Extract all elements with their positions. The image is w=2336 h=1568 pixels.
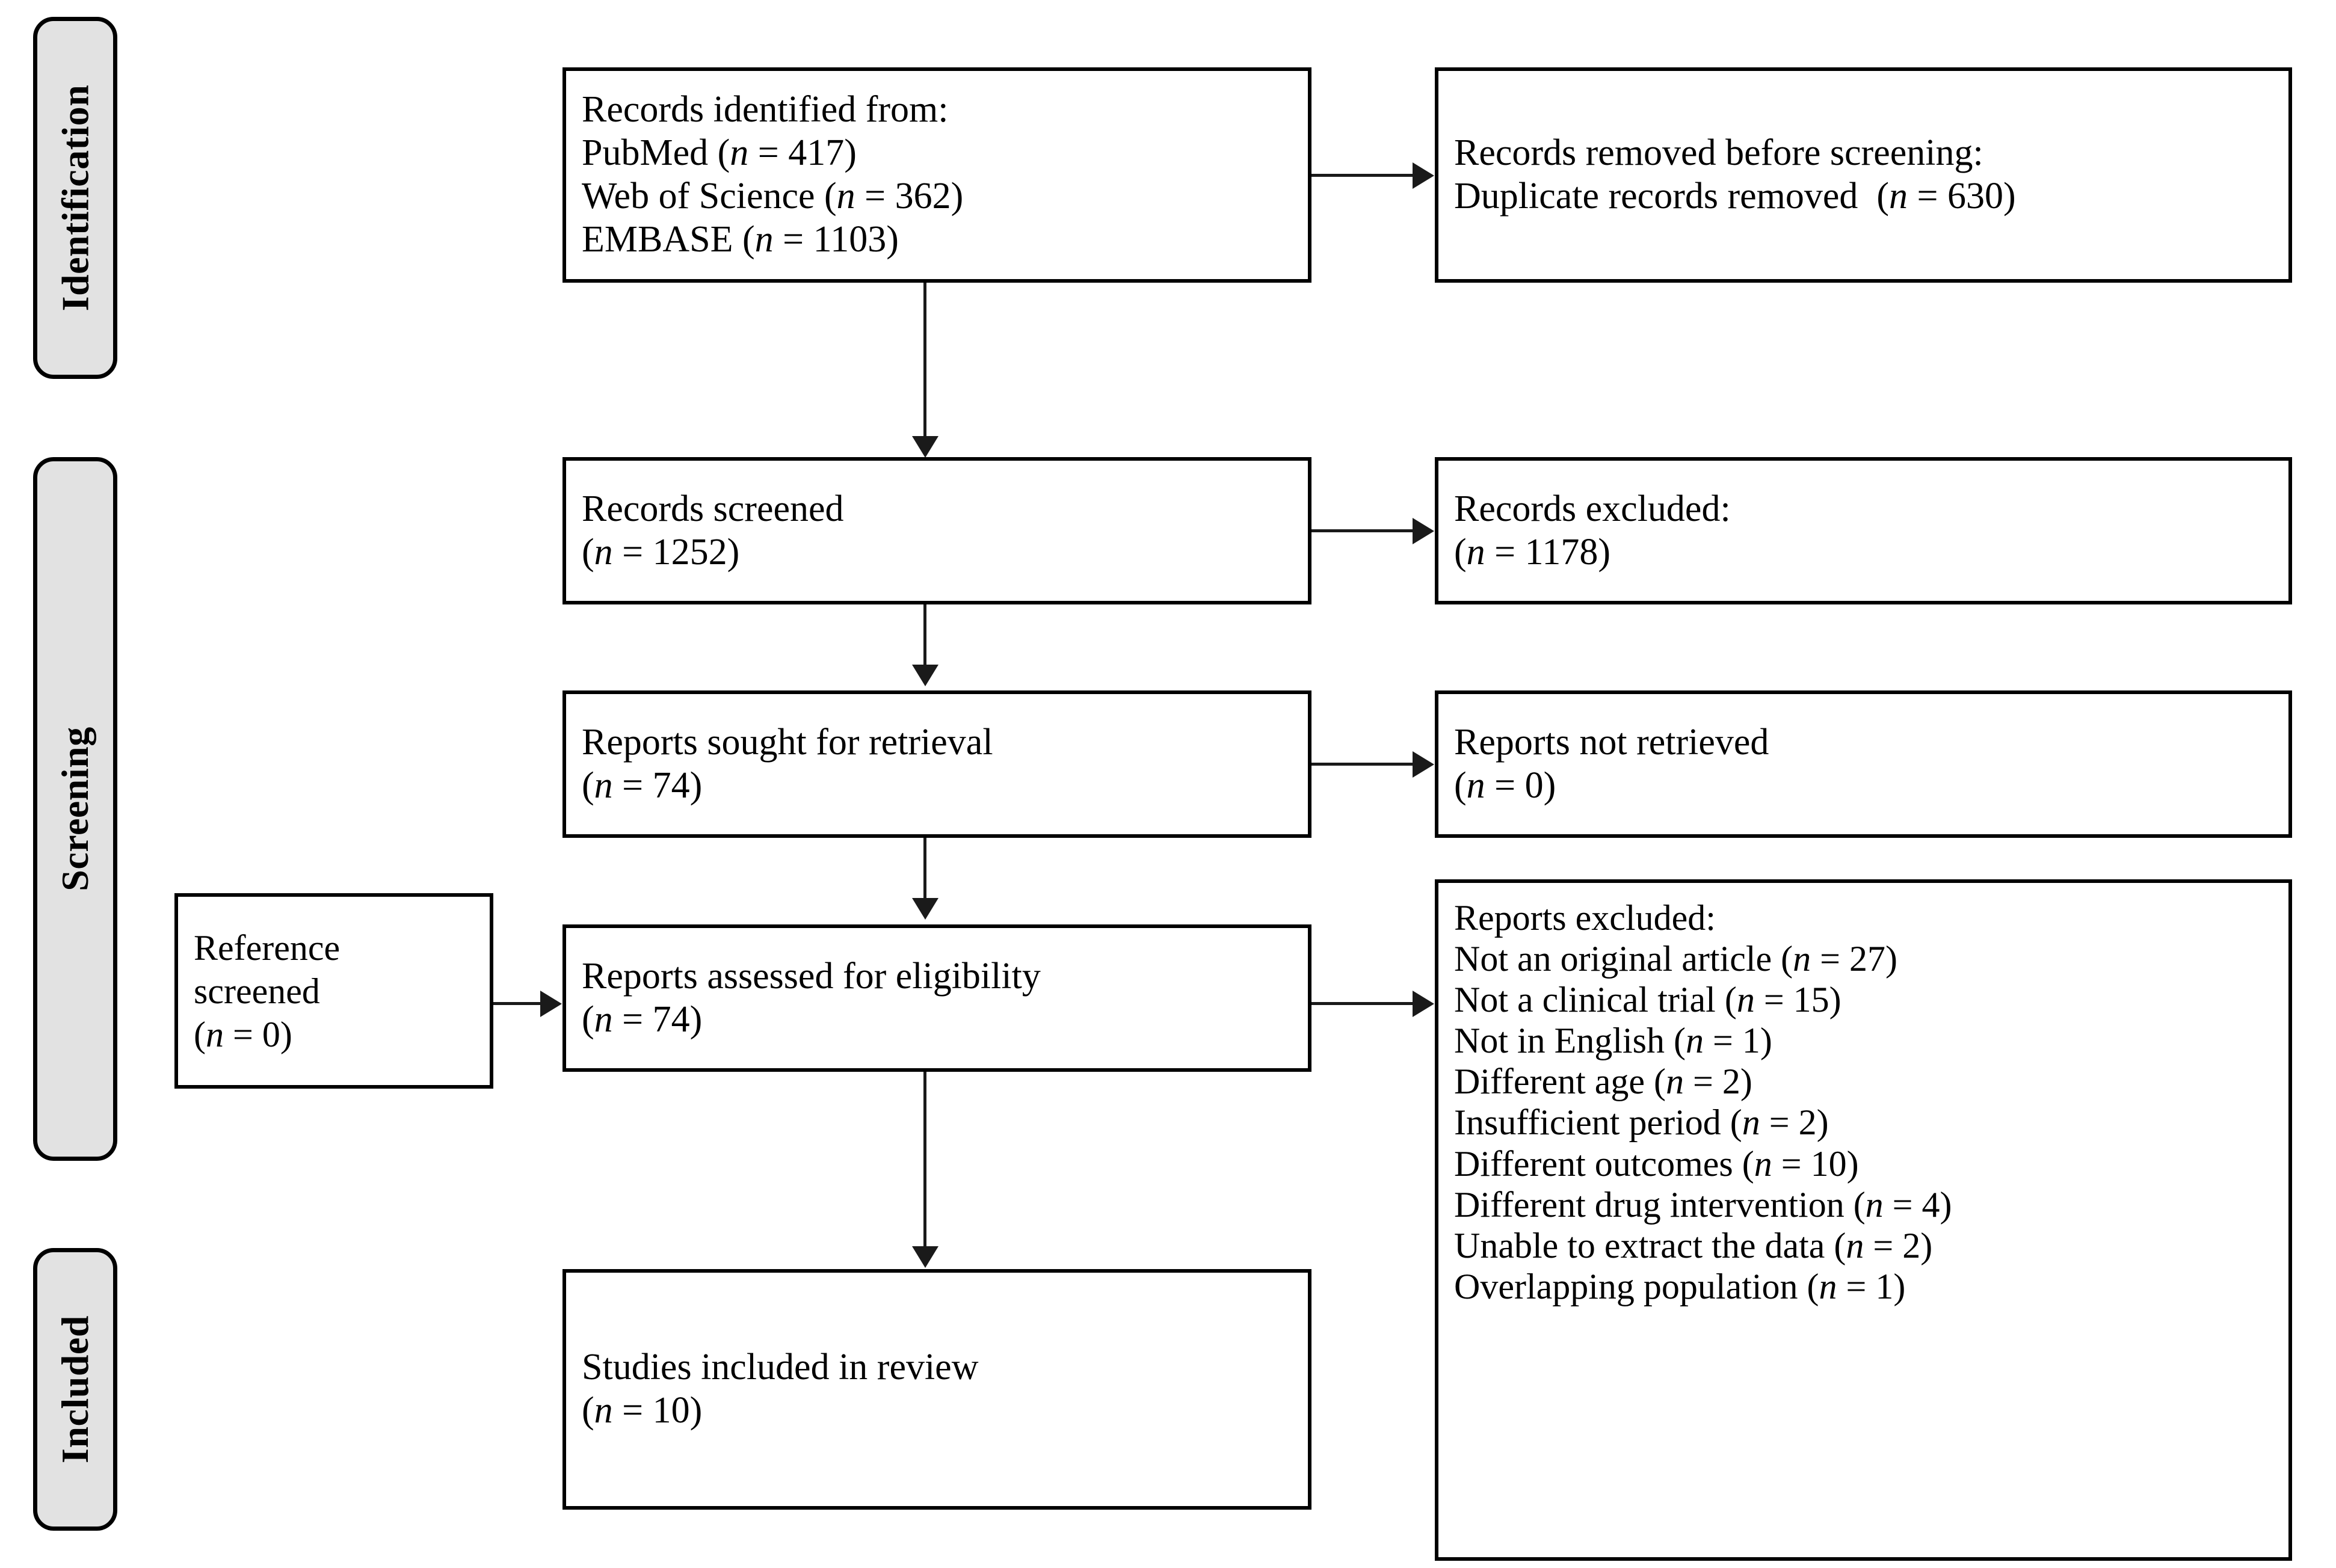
text-line: Not in English (n = 1) [1454,1021,1772,1061]
box-records-screened-lines: Records screened (n = 1252) [566,488,1308,574]
text-line: Duplicate records removed (n = 630) [1454,176,2016,217]
box-reports-assessed: Reports assessed for eligibility (n = 74… [562,924,1311,1072]
box-reports-sought: Reports sought for retrieval (n = 74) [562,690,1311,838]
box-reports-excluded: Reports excluded: Not an original articl… [1435,879,2292,1561]
text-line: Not an original article (n = 27) [1454,939,1897,979]
box-records-screened: Records screened (n = 1252) [562,457,1311,604]
text-line: (n = 1178) [1454,531,1610,573]
connector-sought-to-not-retrieved [1311,763,1413,766]
box-records-excluded-lines: Records excluded: (n = 1178) [1438,488,2288,574]
arrowhead-screened-to-excluded [1413,518,1434,544]
box-reports-not-retrieved-lines: Reports not retrieved (n = 0) [1438,721,2288,808]
box-reports-excluded-lines: Reports excluded: Not an original articl… [1438,897,2288,1307]
text-line: Reports not retrieved [1454,721,1769,763]
text-line: PubMed (n = 417) [582,132,857,174]
text-line: EMBASE (n = 1103) [582,218,899,260]
box-reference-screened: Reference screened (n = 0) [174,893,493,1089]
box-studies-included-lines: Studies included in review (n = 10) [566,1346,1308,1433]
text-line: Web of Science (n = 362) [582,176,964,217]
connector-reference-to-assessed [493,1002,540,1005]
box-records-removed: Records removed before screening: Duplic… [1435,67,2292,283]
box-records-identified-lines: Records identified from: PubMed (n = 417… [566,88,1308,262]
box-reports-sought-lines: Reports sought for retrieval (n = 74) [566,721,1308,808]
text-line: Reports assessed for eligibility [582,955,1041,997]
connector-identified-to-screened [923,283,926,436]
connector-sought-to-assessed [923,838,926,898]
box-records-excluded: Records excluded: (n = 1178) [1435,457,2292,604]
arrowhead-sought-to-assessed [912,898,938,920]
box-reference-screened-lines: Reference screened (n = 0) [178,926,490,1056]
text-line: (n = 74) [582,998,703,1040]
box-studies-included: Studies included in review (n = 10) [562,1269,1311,1510]
box-reports-assessed-lines: Reports assessed for eligibility (n = 74… [566,955,1308,1042]
text-line: Reports excluded: [1454,898,1716,938]
connector-screened-to-sought [923,604,926,665]
stage-pill-included: Included [33,1248,117,1531]
text-line: (n = 0) [194,1014,292,1054]
text-line: Reference [194,927,341,968]
connector-assessed-to-excluded [1311,1002,1413,1005]
arrowhead-reference-to-assessed [540,991,562,1017]
text-line: Records identified from: [582,89,949,131]
text-line: (n = 1252) [582,531,740,573]
arrowhead-assessed-to-excluded [1413,991,1434,1017]
text-line: Records screened [582,488,844,529]
text-line: Reports sought for retrieval [582,721,993,763]
text-line: Unable to extract the data (n = 2) [1454,1225,1933,1265]
arrowhead-sought-to-not-retrieved [1413,751,1434,778]
arrowhead-identified-to-removed [1413,162,1434,189]
stage-pill-screening: Screening [33,457,117,1161]
text-line: Different drug intervention (n = 4) [1454,1184,1952,1225]
text-line: Records removed before screening: [1454,132,1983,174]
arrowhead-screened-to-sought [912,665,938,686]
text-line: Not a clinical trial (n = 15) [1454,980,1841,1020]
text-line: Studies included in review [582,1347,979,1388]
box-reports-not-retrieved: Reports not retrieved (n = 0) [1435,690,2292,838]
stage-label-identification: Identification [54,84,96,312]
arrowhead-identified-to-screened [912,436,938,458]
stage-label-screening: Screening [54,727,96,891]
connector-identified-to-removed [1311,174,1413,177]
stage-pill-identification: Identification [33,17,117,379]
arrowhead-assessed-to-included [912,1246,938,1268]
text-line: screened [194,971,320,1011]
connector-assessed-to-included [923,1072,926,1246]
text-line: Different outcomes (n = 10) [1454,1143,1859,1184]
box-records-identified: Records identified from: PubMed (n = 417… [562,67,1311,283]
text-line: Records excluded: [1454,488,1731,529]
stage-label-included: Included [54,1315,96,1463]
text-line: (n = 74) [582,764,703,806]
text-line: Different age (n = 2) [1454,1062,1752,1102]
text-line: (n = 10) [582,1390,703,1431]
text-line: Overlapping population (n = 1) [1454,1266,1906,1306]
box-records-removed-lines: Records removed before screening: Duplic… [1438,132,2288,218]
text-line: (n = 0) [1454,764,1556,806]
text-line: Insufficient period (n = 2) [1454,1102,1829,1143]
connector-screened-to-excluded [1311,529,1413,532]
